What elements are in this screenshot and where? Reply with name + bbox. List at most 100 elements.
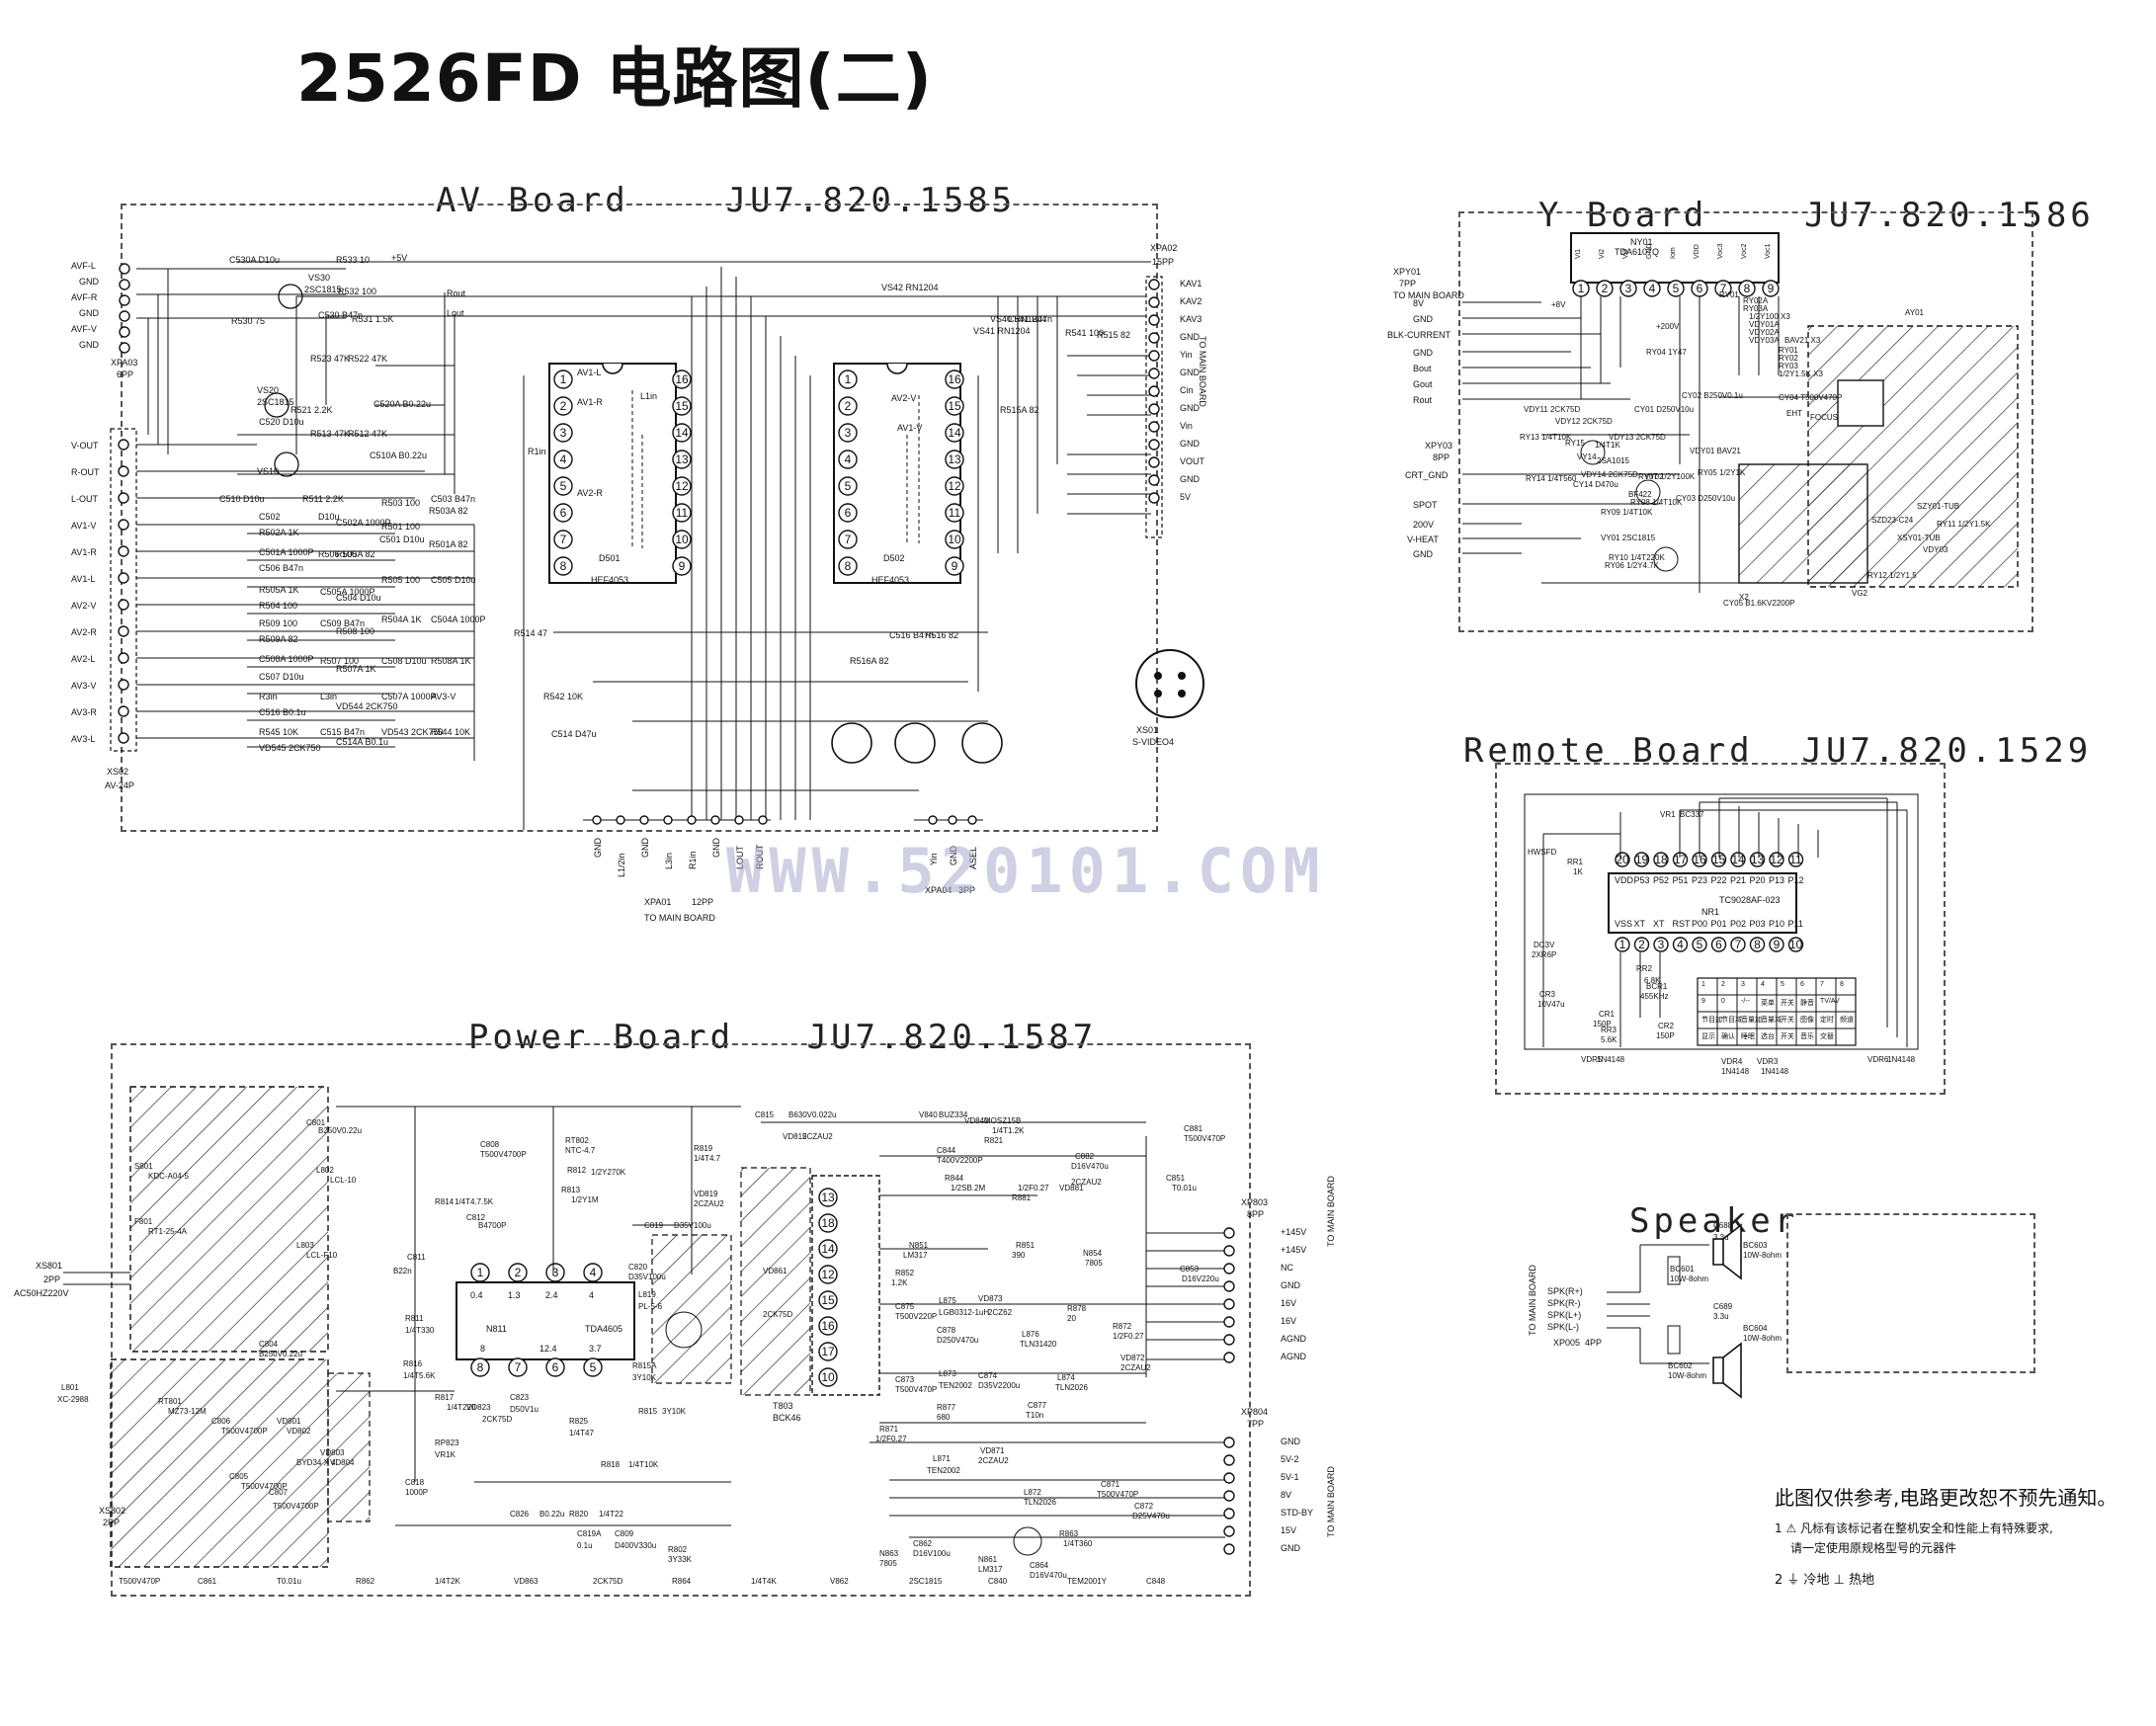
power-component-label: 1/4T10K: [628, 1460, 659, 1469]
power-component-label: PL-5-6: [638, 1302, 663, 1311]
remote-ic-pin-name: P53: [1633, 875, 1650, 885]
power-component-label: T500V470P: [1184, 1134, 1226, 1143]
av-right-pin-label: GND: [1180, 332, 1200, 342]
power-component-label: VD861: [763, 1267, 788, 1275]
power-right-pin-marker-b: [1223, 1490, 1235, 1502]
y-ic-pin-number: 3: [1625, 282, 1632, 295]
av-component-label: C520 D10u: [259, 417, 304, 427]
av-left-pin-marker: [118, 492, 129, 504]
remote-key-label: 音乐: [1800, 1033, 1814, 1040]
power-component-label: C812: [466, 1213, 486, 1222]
y-component-label: CY04 T500V470P: [1779, 393, 1843, 402]
remote-ic-pin-top-number: 17: [1674, 853, 1688, 866]
note-line-3: 请一定使用原规格型号的元器件: [1790, 1541, 1957, 1555]
power-ic-pin-top: [470, 1263, 490, 1282]
power-component-label: VD801: [277, 1417, 301, 1426]
remote-component-label: CR3: [1539, 990, 1556, 999]
av-component-label: VD543 2CK750: [381, 727, 444, 737]
power-ic-internal-label: 2.4: [545, 1290, 558, 1300]
power-ic-pin-top: [583, 1263, 603, 1282]
y-ic-pin-number: 6: [1697, 282, 1703, 295]
note-line-4: 2 ⏚ 冷地 ⊥ 热地: [1775, 1573, 1875, 1588]
power-component-label: D35V2200u: [978, 1381, 1021, 1390]
power-right-pin-label: +145V: [1281, 1245, 1307, 1255]
xpa02-label: XPA02: [1150, 243, 1178, 253]
y-pin-label: 200V: [1413, 520, 1435, 530]
power-component-label: L873: [939, 1369, 956, 1378]
power-ic-pin-bottom-number: 6: [552, 1360, 559, 1374]
av-right-pin-marker: [1148, 492, 1160, 504]
remote-ic-pin-top: [1653, 852, 1669, 867]
av-bottom-pin-label: L1/2in: [617, 853, 626, 877]
remote-key-label: 睡眠: [1741, 1033, 1755, 1040]
remote-ic-pin-name: P10: [1769, 919, 1785, 929]
power-component-label: C882: [1075, 1152, 1095, 1161]
y-ic-pin-number: 9: [1768, 282, 1775, 295]
av-component-label: C509 B47n: [320, 618, 366, 628]
d501-pin: [672, 423, 692, 443]
d502-pin-number: 2: [845, 399, 852, 413]
av-component-label: Rout: [447, 288, 466, 298]
av-right-pin-label: Cin: [1180, 385, 1194, 395]
power-right-pin-label: 5V-2: [1281, 1454, 1299, 1464]
speaker-component-label: 10W-8ohm: [1743, 1251, 1782, 1260]
power-component-label: R878: [1067, 1304, 1087, 1313]
av-right-pin-marker: [1148, 456, 1160, 468]
xpy01-to-main: TO MAIN BOARD: [1393, 290, 1464, 300]
power-ic-pin-bottom-number: 7: [515, 1360, 522, 1374]
av-component-label: R506 100: [318, 549, 358, 559]
d501-pin-number: 11: [676, 506, 689, 520]
remote-ic-pin-top-number: 12: [1770, 853, 1783, 866]
y-ic-pin-number: 4: [1649, 282, 1656, 295]
power-component-label: C806: [211, 1417, 231, 1426]
y-component-label: VDY02A: [1749, 328, 1780, 337]
av-to-main-board: TO MAIN BOARD: [1198, 336, 1207, 407]
av-component-label: C504A 1000P: [431, 615, 486, 624]
power-component-label: T500V4700P: [480, 1150, 527, 1159]
y-pin-label: BLK-CURRENT: [1387, 330, 1451, 340]
av-component-label: D10u: [318, 512, 340, 522]
y-component-label: RY13 1/4T10K: [1520, 433, 1572, 442]
av-bottom-pin-marker: [592, 815, 602, 825]
power-component-label: 7805: [879, 1559, 897, 1568]
d502-pin: [945, 503, 964, 523]
remote-ic-pin-top-number: 13: [1751, 853, 1765, 866]
av-transistors: [264, 284, 1003, 764]
transformer-part-label: BCK46: [773, 1413, 801, 1423]
d501-pin-number: 16: [675, 372, 689, 386]
power-component-label: 1/4T220: [447, 1403, 476, 1412]
y-ic-pin-name: GND: [1646, 243, 1653, 259]
remote-ic-pin-bottom: [1710, 937, 1727, 952]
power-component-label: C851: [1166, 1174, 1186, 1183]
transformer-pin: [818, 1316, 838, 1336]
y-ic-pin-number: 1: [1578, 282, 1585, 295]
y-component-label: XSY01-TUB: [1897, 534, 1941, 542]
power-component-label: 1.2K: [891, 1278, 908, 1287]
av-pin-label: R-OUT: [71, 467, 100, 477]
remote-component-label: 10V47u: [1537, 1000, 1565, 1009]
y-component-label: RY08 1/4T10K: [1630, 498, 1683, 507]
power-component-label: 1/4T360: [1063, 1539, 1093, 1548]
power-component-label: 1/2SB.2M: [951, 1184, 986, 1192]
remote-ic-pin-bottom-number: 5: [1697, 938, 1703, 951]
power-ic-label: N811: [486, 1324, 507, 1334]
power-component-label: T400V2200P: [937, 1156, 983, 1165]
power-component-label: NTC-4.7: [565, 1146, 596, 1155]
remote-ic-pin-name: P01: [1710, 919, 1727, 929]
av-component-label: VS40 RN1204: [990, 314, 1047, 324]
d502-pin-number: 15: [948, 399, 961, 413]
transformer-pin-number: 12: [821, 1268, 835, 1281]
power-right-pin-marker-a: [1223, 1227, 1235, 1239]
remote-key-label: 3: [1741, 981, 1745, 988]
power-component-label: D16V100u: [913, 1549, 951, 1558]
remote-ic-pin-bottom-number: 4: [1677, 938, 1684, 951]
remote-key-label: 定时: [1820, 1017, 1834, 1024]
av-right-pin-label: GND: [1180, 439, 1200, 449]
xp803-label: XP803: [1241, 1197, 1269, 1207]
y-component-label: VDY03A: [1749, 336, 1780, 345]
d502-pin: [945, 370, 964, 389]
power-right-pin-label: AGND: [1281, 1334, 1307, 1344]
remote-key-label: -/--: [1741, 998, 1750, 1005]
remote-key-label: 菜单: [1761, 1000, 1775, 1007]
av-component-label: C541 B47n: [1008, 314, 1053, 324]
